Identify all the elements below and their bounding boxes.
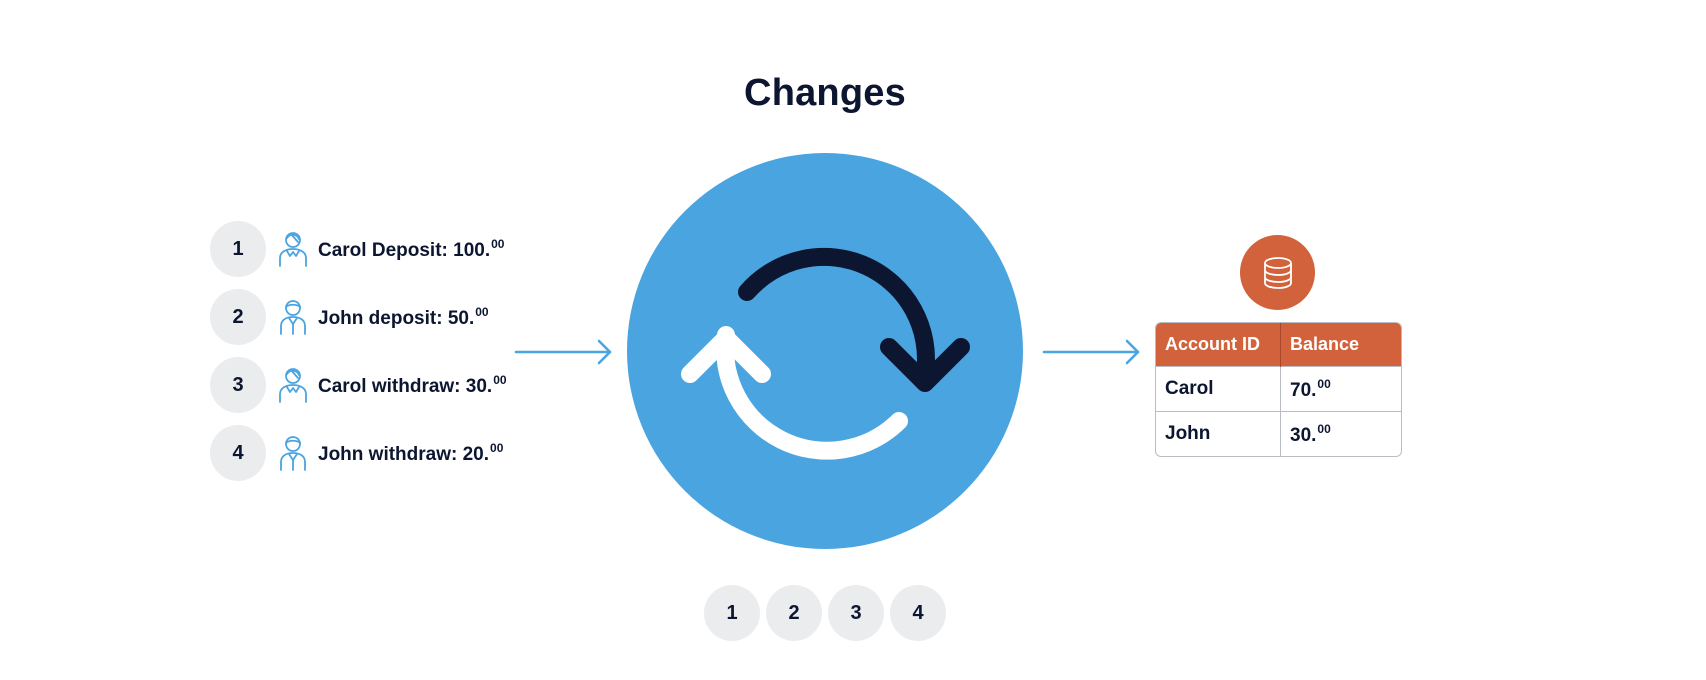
step-3: 3 bbox=[828, 585, 884, 641]
event-number: 2 bbox=[210, 289, 266, 345]
step-indicators: 1 2 3 4 bbox=[704, 585, 952, 641]
event-item-4: 4 John withdraw: 20.00 bbox=[210, 425, 503, 481]
event-number: 4 bbox=[210, 425, 266, 481]
event-number: 3 bbox=[210, 357, 266, 413]
event-number: 1 bbox=[210, 221, 266, 277]
column-header-account-id: Account ID bbox=[1156, 323, 1281, 367]
step-4: 4 bbox=[890, 585, 946, 641]
account-cell: Carol bbox=[1156, 366, 1281, 412]
sync-refresh-icon bbox=[627, 153, 1023, 549]
step-1: 1 bbox=[704, 585, 760, 641]
column-header-balance: Balance bbox=[1280, 323, 1401, 367]
account-cell: John bbox=[1156, 411, 1281, 456]
balance-table: Account ID Balance Carol 70.00 John 30.0… bbox=[1155, 322, 1402, 457]
person-male-icon bbox=[280, 436, 306, 471]
person-female-icon bbox=[279, 232, 307, 267]
person-female-icon bbox=[279, 368, 307, 403]
person-male-icon bbox=[280, 300, 306, 335]
balance-cell: 30.00 bbox=[1280, 411, 1401, 456]
event-text: Carol withdraw: 30.00 bbox=[318, 372, 507, 397]
event-text: Carol Deposit: 100.00 bbox=[318, 236, 505, 261]
event-text: John deposit: 50.00 bbox=[318, 304, 489, 329]
balance-cell: 70.00 bbox=[1280, 366, 1401, 412]
arrow-right-icon bbox=[514, 339, 612, 365]
table-row: John 30.00 bbox=[1156, 411, 1401, 456]
event-item-1: 1 Carol Deposit: 100.00 bbox=[210, 221, 504, 277]
database-icon bbox=[1263, 256, 1292, 289]
arrow-right-icon bbox=[1042, 339, 1140, 365]
event-text: John withdraw: 20.00 bbox=[318, 440, 504, 465]
decimal-superscript: 00 bbox=[493, 372, 507, 387]
step-2: 2 bbox=[766, 585, 822, 641]
decimal-superscript: 00 bbox=[475, 304, 489, 319]
database-badge bbox=[1240, 235, 1315, 310]
decimal-superscript: 00 bbox=[490, 440, 504, 455]
table-header-row: Account ID Balance bbox=[1156, 323, 1401, 367]
event-item-2: 2 John deposit: 50.00 bbox=[210, 289, 489, 345]
table-row: Carol 70.00 bbox=[1156, 366, 1401, 412]
diagram-title: Changes bbox=[744, 72, 906, 114]
decimal-superscript: 00 bbox=[1317, 376, 1331, 391]
decimal-superscript: 00 bbox=[491, 236, 505, 251]
decimal-superscript: 00 bbox=[1317, 421, 1331, 436]
event-item-3: 3 Carol withdraw: 30.00 bbox=[210, 357, 507, 413]
